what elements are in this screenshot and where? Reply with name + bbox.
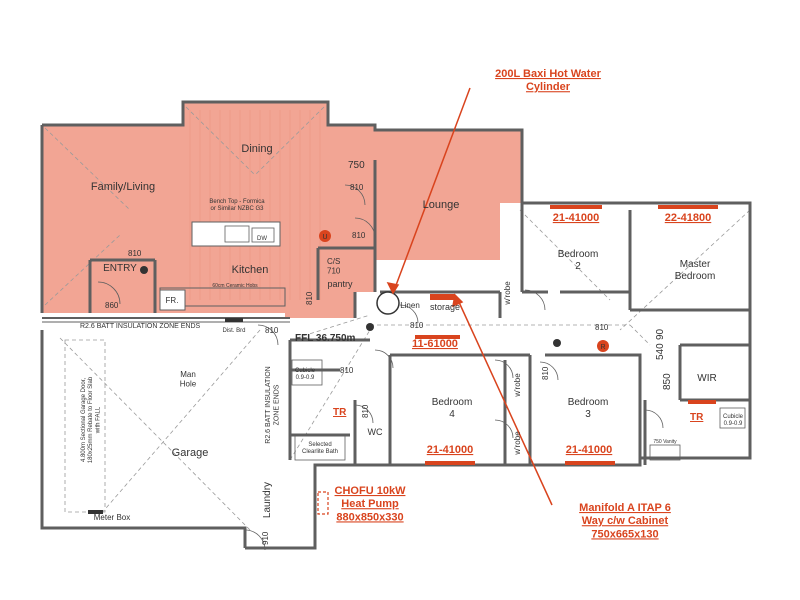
insulation-top-label: R2.6 BATT INSULATION ZONE ENDS xyxy=(80,323,201,330)
room-labels: Dining Family/Living Lounge Kitchen ENTR… xyxy=(91,143,717,518)
room-wir: WIR xyxy=(697,373,716,384)
marker-r xyxy=(597,340,609,352)
dim-90: 90 xyxy=(655,328,666,340)
dim-850: 850 xyxy=(662,373,673,390)
insulation-vert-label: R2.6 BATT INSULATIONZONE ENDS xyxy=(265,366,280,443)
dim-810-g: 810 xyxy=(595,323,609,332)
dim-810-e: 810 xyxy=(265,326,279,335)
window-markers xyxy=(415,205,718,465)
marker-u xyxy=(319,230,331,242)
dim-810-f: 810 xyxy=(340,366,354,375)
callout-leaders xyxy=(386,87,553,506)
fridge-space xyxy=(159,289,186,311)
window-id-bed2: 21-41000 xyxy=(553,212,600,224)
room-kitchen: Kitchen xyxy=(232,264,269,276)
room-lounge: Lounge xyxy=(423,199,460,211)
room-storage: storage xyxy=(430,302,460,312)
bath xyxy=(294,435,346,461)
dist-board xyxy=(225,318,243,322)
room-laundry: Laundry xyxy=(262,482,273,518)
hobs-note: 60cm Ceramic Hobs xyxy=(212,283,258,289)
window-id-master: 22-41800 xyxy=(665,212,712,224)
tr-label-2: TR xyxy=(690,412,704,423)
ffl-label: FFL 36.750m xyxy=(295,333,356,344)
shower-cubicle xyxy=(291,359,323,386)
floor-hatch xyxy=(189,110,321,300)
smoke-detector-icon xyxy=(140,266,148,274)
dim-810-c: 810 xyxy=(128,249,142,258)
room-wrobe-a: w'robe xyxy=(503,281,512,306)
room-pantry: pantry xyxy=(327,279,353,289)
heated-zone xyxy=(42,102,522,318)
room-fr: FR. xyxy=(166,296,179,305)
dim-810-i: 810 xyxy=(541,366,550,380)
smoke-detector-icons xyxy=(140,266,561,347)
dim-810-d: 810 xyxy=(305,291,314,305)
heat-pump-unit xyxy=(317,491,329,515)
garage-door-label: 4.800m Sectional Garage Door,180x25mm Re… xyxy=(81,376,101,463)
hot-water-cylinder xyxy=(376,291,400,315)
room-garage: Garage xyxy=(172,447,209,459)
dishwasher xyxy=(251,227,275,243)
room-wc: WC xyxy=(368,427,383,437)
room-dining: Dining xyxy=(241,143,272,155)
room-family: Family/Living xyxy=(91,181,155,193)
door-swings xyxy=(97,184,664,551)
dw-label: DW xyxy=(257,236,267,242)
dist-board-label: Dist. Brd xyxy=(222,328,245,334)
dim-910: 910 xyxy=(261,531,270,545)
dim-860: 860 xyxy=(105,301,119,310)
dim-810-j: 810 xyxy=(361,404,370,418)
garage-door-outline xyxy=(64,339,106,513)
dim-810-a: 810 xyxy=(350,183,364,192)
dim-810-b: 810 xyxy=(352,231,366,240)
dim-750: 750 xyxy=(348,160,365,171)
sink xyxy=(224,225,250,243)
meter-box-label: Meter Box xyxy=(94,513,130,522)
smoke-detector-icon xyxy=(553,339,561,347)
vanity-label: 750 Vanity xyxy=(653,439,677,445)
marker-r-label: R xyxy=(600,344,605,351)
meter-box-symbol xyxy=(88,510,103,514)
dimension-labels: 750 810 810 810 810 810 810 810 810 810 … xyxy=(105,160,673,545)
window-id-bed3: 21-41000 xyxy=(566,444,613,456)
dim-810-h: 810 xyxy=(410,321,424,330)
window-id-bed4: 21-41000 xyxy=(427,444,474,456)
dim-540: 540 xyxy=(655,343,666,360)
window-id-hall: 11-61000 xyxy=(412,338,458,350)
window-ids: 21-41000 22-41800 11-61000 21-41000 21-4… xyxy=(412,212,711,456)
marker-u-label: U xyxy=(322,234,327,241)
cubicle-ensuite xyxy=(719,407,746,429)
walls xyxy=(40,100,752,550)
room-wrobe-c: w'robe xyxy=(513,431,522,456)
roof-lines xyxy=(44,106,751,531)
room-wrobe-b: w'robe xyxy=(513,373,522,398)
room-entry: ENTRY xyxy=(103,263,137,274)
manifold-cabinet xyxy=(430,294,455,300)
room-linen: Linen xyxy=(400,301,420,310)
tr-label-1: TR xyxy=(333,407,347,418)
vanity-unit xyxy=(649,444,681,461)
smoke-detector-icon xyxy=(366,323,374,331)
